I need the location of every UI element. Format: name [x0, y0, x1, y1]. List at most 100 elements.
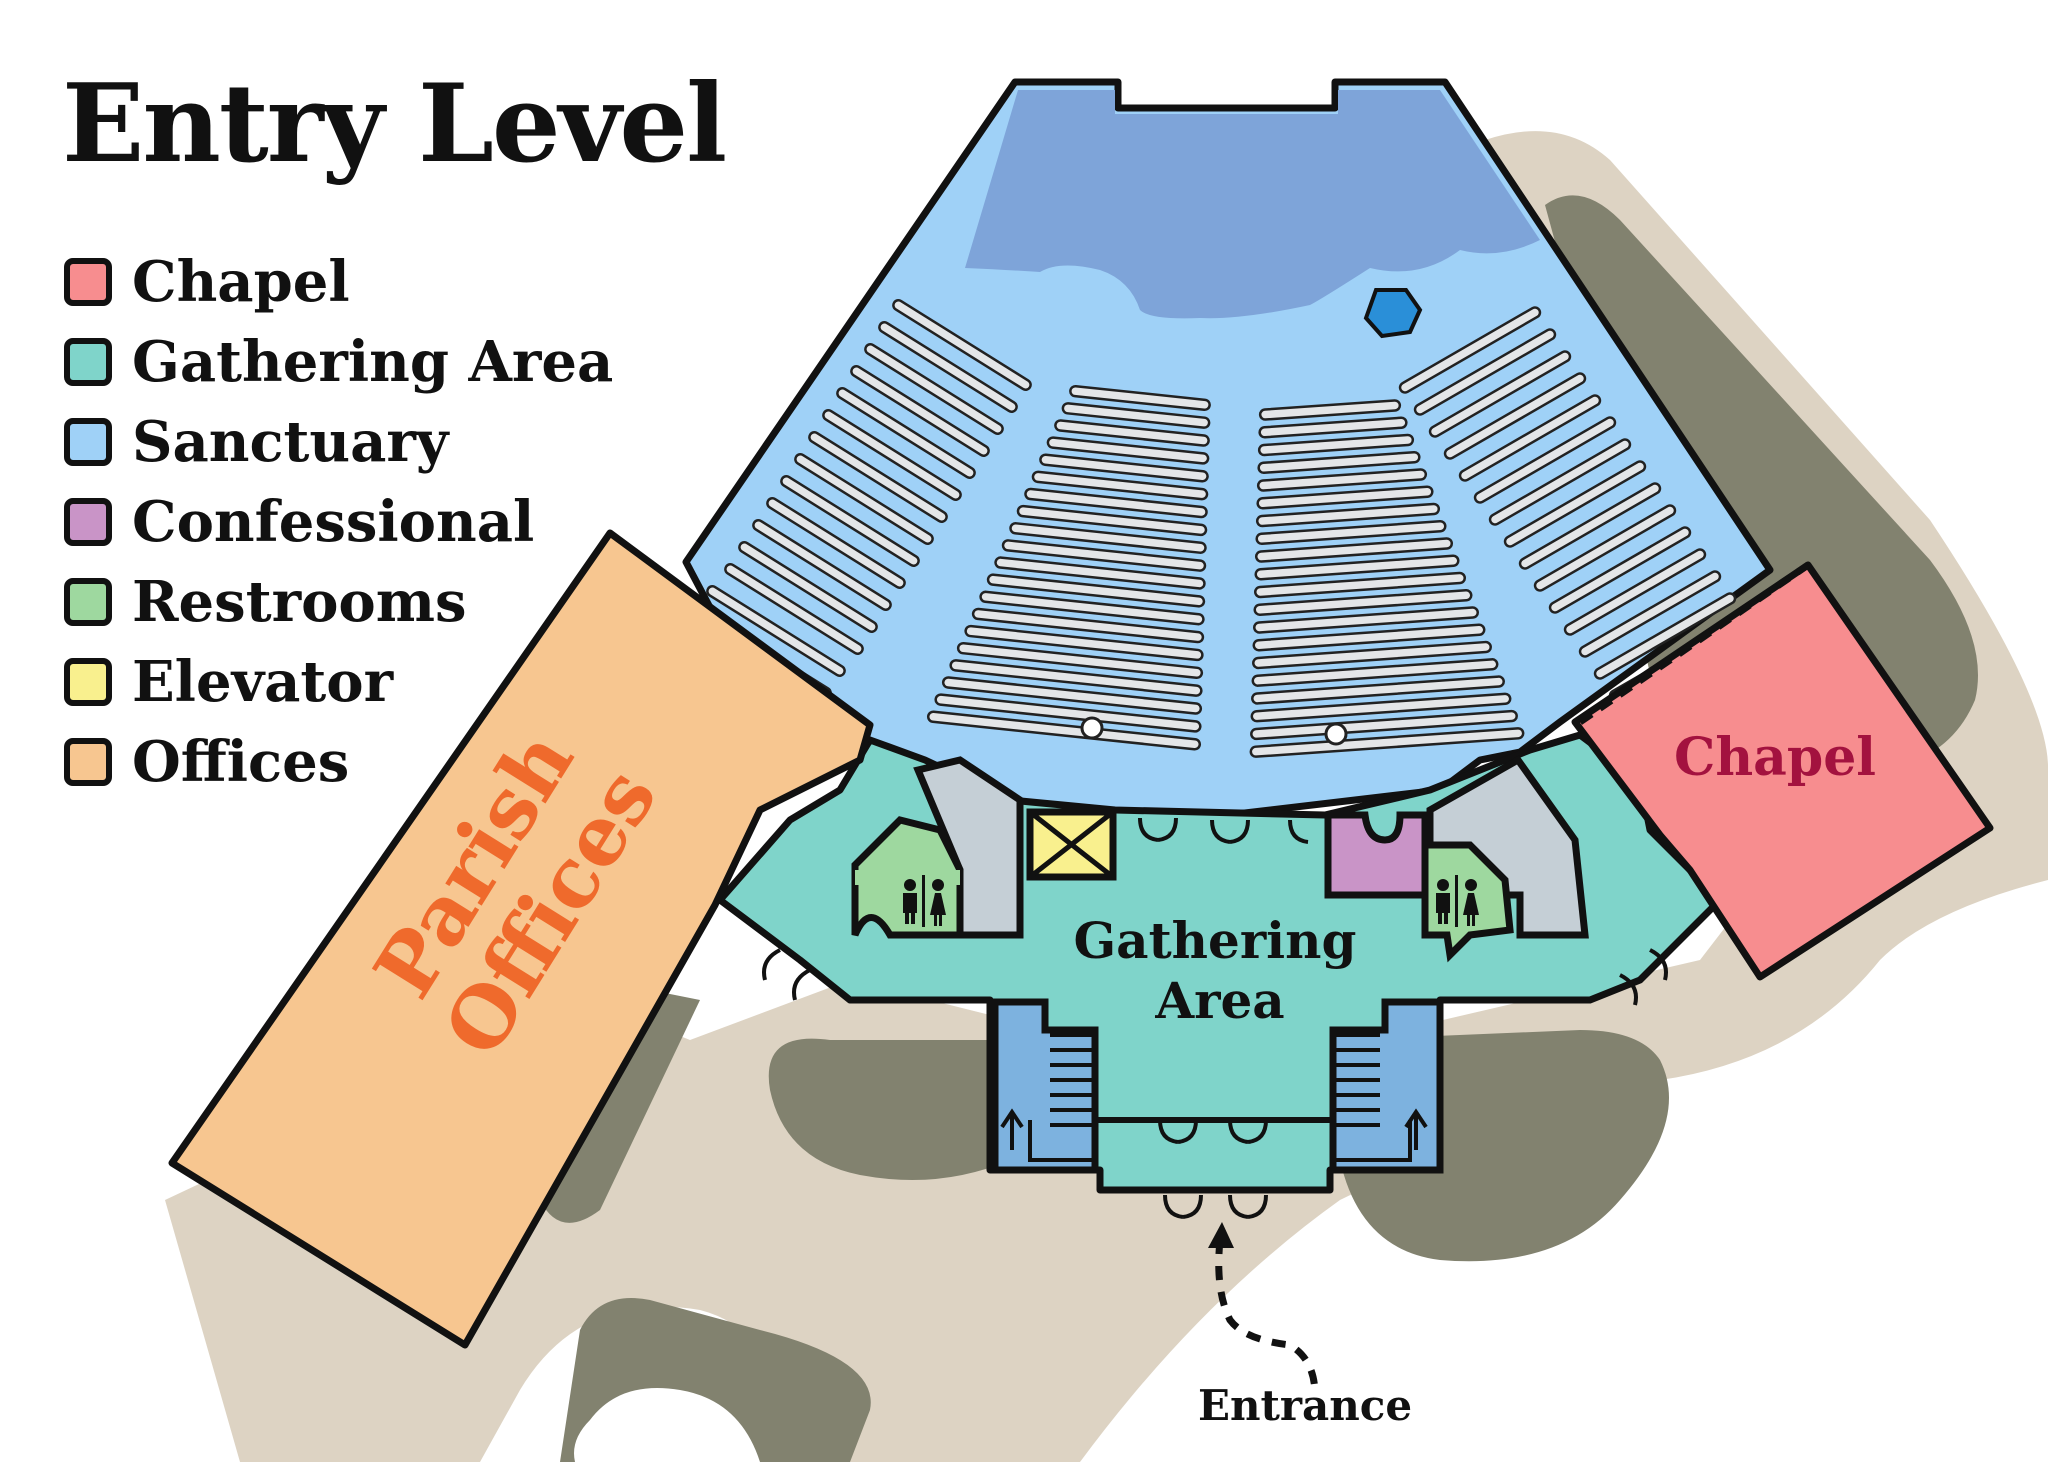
doors	[762, 817, 1668, 1219]
pew	[1069, 384, 1211, 412]
legend-swatch	[64, 418, 112, 466]
sanctuary-front	[965, 90, 1540, 319]
pew	[836, 387, 976, 479]
legend-label: Chapel	[132, 249, 350, 315]
pew	[1009, 522, 1207, 554]
pew	[1250, 709, 1518, 741]
pew	[1488, 438, 1632, 526]
pew	[1253, 571, 1467, 599]
legend-item-offices: Offices	[64, 722, 613, 802]
pew	[1593, 592, 1737, 680]
pew	[1250, 692, 1512, 723]
stair-arrow-icon	[1000, 1108, 1024, 1150]
stair-arrow-icon-right	[1404, 1108, 1428, 1150]
pew	[1258, 399, 1402, 421]
pew	[1251, 675, 1505, 705]
page-title: Entry Level	[62, 61, 727, 187]
legend-label: Restrooms	[132, 569, 467, 635]
pew	[1252, 623, 1486, 652]
pew	[1046, 436, 1210, 465]
pew	[964, 624, 1204, 662]
pew	[1257, 450, 1421, 475]
pew	[1458, 394, 1602, 482]
pew	[1413, 328, 1557, 416]
stairwells	[991, 998, 1444, 1174]
legend-swatch	[64, 338, 112, 386]
pew	[1518, 482, 1662, 570]
aisle-marker-left	[1080, 716, 1104, 740]
chapel-label: Chapel	[1674, 727, 1876, 788]
pew	[780, 475, 920, 567]
gathering-area-label: Gathering Area	[1073, 911, 1356, 1030]
pew	[1578, 570, 1722, 658]
pew	[1533, 504, 1677, 592]
pew	[738, 541, 878, 633]
svg-text:Area: Area	[1154, 971, 1284, 1030]
pew	[1473, 416, 1617, 504]
pew	[752, 519, 892, 611]
pew	[864, 343, 1004, 435]
pew	[1254, 554, 1460, 581]
legend-item-restrooms: Restrooms	[64, 562, 613, 642]
pew	[1257, 433, 1415, 457]
pew	[850, 365, 990, 457]
confessional	[1324, 811, 1429, 899]
pew	[926, 710, 1202, 751]
legend-item-elevator: Elevator	[64, 642, 613, 722]
pew	[994, 556, 1206, 590]
pew	[1255, 502, 1441, 528]
pew	[949, 659, 1203, 697]
legend-label: Gathering Area	[132, 329, 614, 395]
legend-swatch	[64, 498, 112, 546]
entrance-label: Entrance	[1198, 1381, 1412, 1430]
pew	[1256, 485, 1434, 510]
legend-swatch	[64, 738, 112, 786]
pew	[956, 641, 1204, 680]
pew	[1428, 350, 1572, 438]
pew	[1031, 470, 1209, 501]
legend-label: Sanctuary	[132, 409, 449, 475]
pew	[766, 497, 906, 589]
pew	[878, 321, 1018, 413]
pew	[986, 573, 1206, 608]
legend-swatch	[64, 258, 112, 306]
pew	[1254, 537, 1454, 563]
legend-item-gathering-area: Gathering Area	[64, 322, 613, 402]
pew	[934, 693, 1202, 733]
pew	[1256, 468, 1428, 492]
pew	[794, 453, 934, 545]
pew	[724, 563, 864, 655]
legend-label: Elevator	[132, 649, 394, 715]
pew	[1255, 520, 1447, 545]
pew	[1249, 727, 1525, 758]
pew	[1503, 460, 1647, 548]
pew	[941, 676, 1203, 715]
parish-offices	[168, 529, 874, 1349]
pew	[1548, 526, 1692, 614]
pew	[1001, 539, 1207, 572]
pew	[1024, 487, 1208, 519]
pew	[822, 409, 962, 501]
elevator-icon	[1026, 808, 1117, 881]
legend-label: Offices	[132, 729, 350, 795]
pew	[892, 299, 1032, 391]
pew	[1398, 306, 1542, 394]
pew	[1258, 416, 1408, 439]
legend-label: Confessional	[132, 489, 535, 555]
restroom-icon	[903, 875, 946, 927]
pew	[808, 431, 948, 523]
legend-swatch	[64, 578, 112, 626]
pew	[1054, 419, 1210, 447]
legend-item-confessional: Confessional	[64, 482, 613, 562]
legend-item-chapel: Chapel	[64, 242, 613, 322]
legend: Chapel Gathering Area Sanctuary Confessi…	[64, 242, 613, 802]
pew	[1061, 402, 1211, 429]
font-icon	[1363, 288, 1423, 339]
pew	[1253, 589, 1473, 616]
entrance-arrow-icon	[1208, 1222, 1234, 1248]
svg-text:Gathering: Gathering	[1073, 911, 1356, 970]
pew	[706, 585, 846, 677]
pew	[979, 590, 1205, 626]
pew	[1563, 548, 1707, 636]
